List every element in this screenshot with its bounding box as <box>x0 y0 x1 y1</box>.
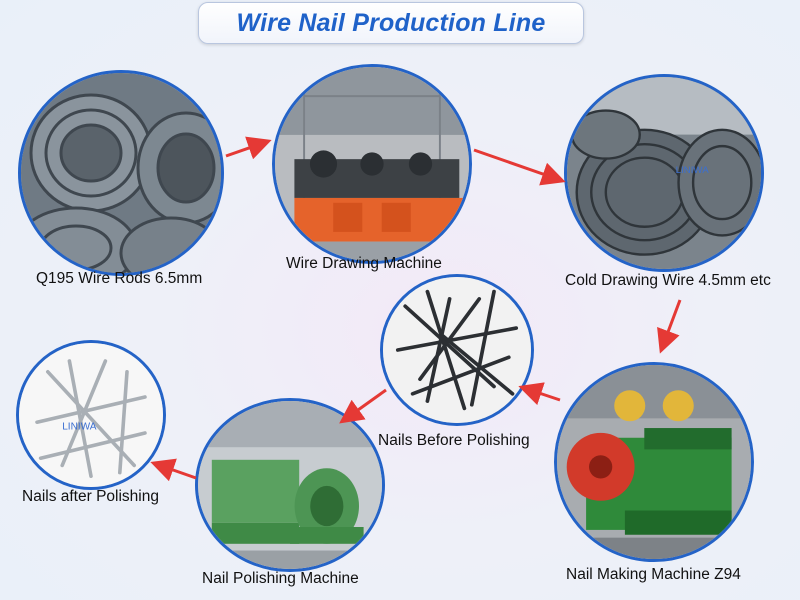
nail-polishing-machine-image <box>195 398 385 572</box>
nail-making-machine-image <box>554 362 754 562</box>
arrow-3 <box>657 299 682 354</box>
arrow-4 <box>518 382 561 406</box>
cold-drawing-wire-label: Cold Drawing Wire 4.5mm etc <box>565 272 771 289</box>
arrow-2 <box>473 148 566 186</box>
watermark-text: LINIWA <box>62 421 97 432</box>
wire-drawing-machine-label: Wire Drawing Machine <box>286 255 442 272</box>
cold-drawing-wire-image: LINIWA <box>564 74 764 272</box>
nail-polishing-machine-label: Nail Polishing Machine <box>202 570 359 587</box>
wire-drawing-machine-image <box>272 64 472 264</box>
svg-text:LINIWA: LINIWA <box>676 165 710 176</box>
title-banner: Wire Nail Production Line <box>198 2 584 44</box>
nails-before-polishing-image <box>380 274 534 426</box>
nails-before-polishing-label: Nails Before Polishing <box>378 432 530 449</box>
nail-making-machine-label: Nail Making Machine Z94 <box>566 566 741 583</box>
arrow-1 <box>225 136 272 160</box>
diagram-title: Wire Nail Production Line <box>236 8 546 37</box>
nails-after-polishing-image: LINIWA <box>16 340 166 490</box>
arrow-5 <box>339 388 387 424</box>
nails-after-polishing-label: Nails after Polishing <box>22 488 159 505</box>
wire-rods-label: Q195 Wire Rods 6.5mm <box>36 270 203 287</box>
wire-rods-image <box>18 70 224 276</box>
arrow-6 <box>150 458 197 482</box>
